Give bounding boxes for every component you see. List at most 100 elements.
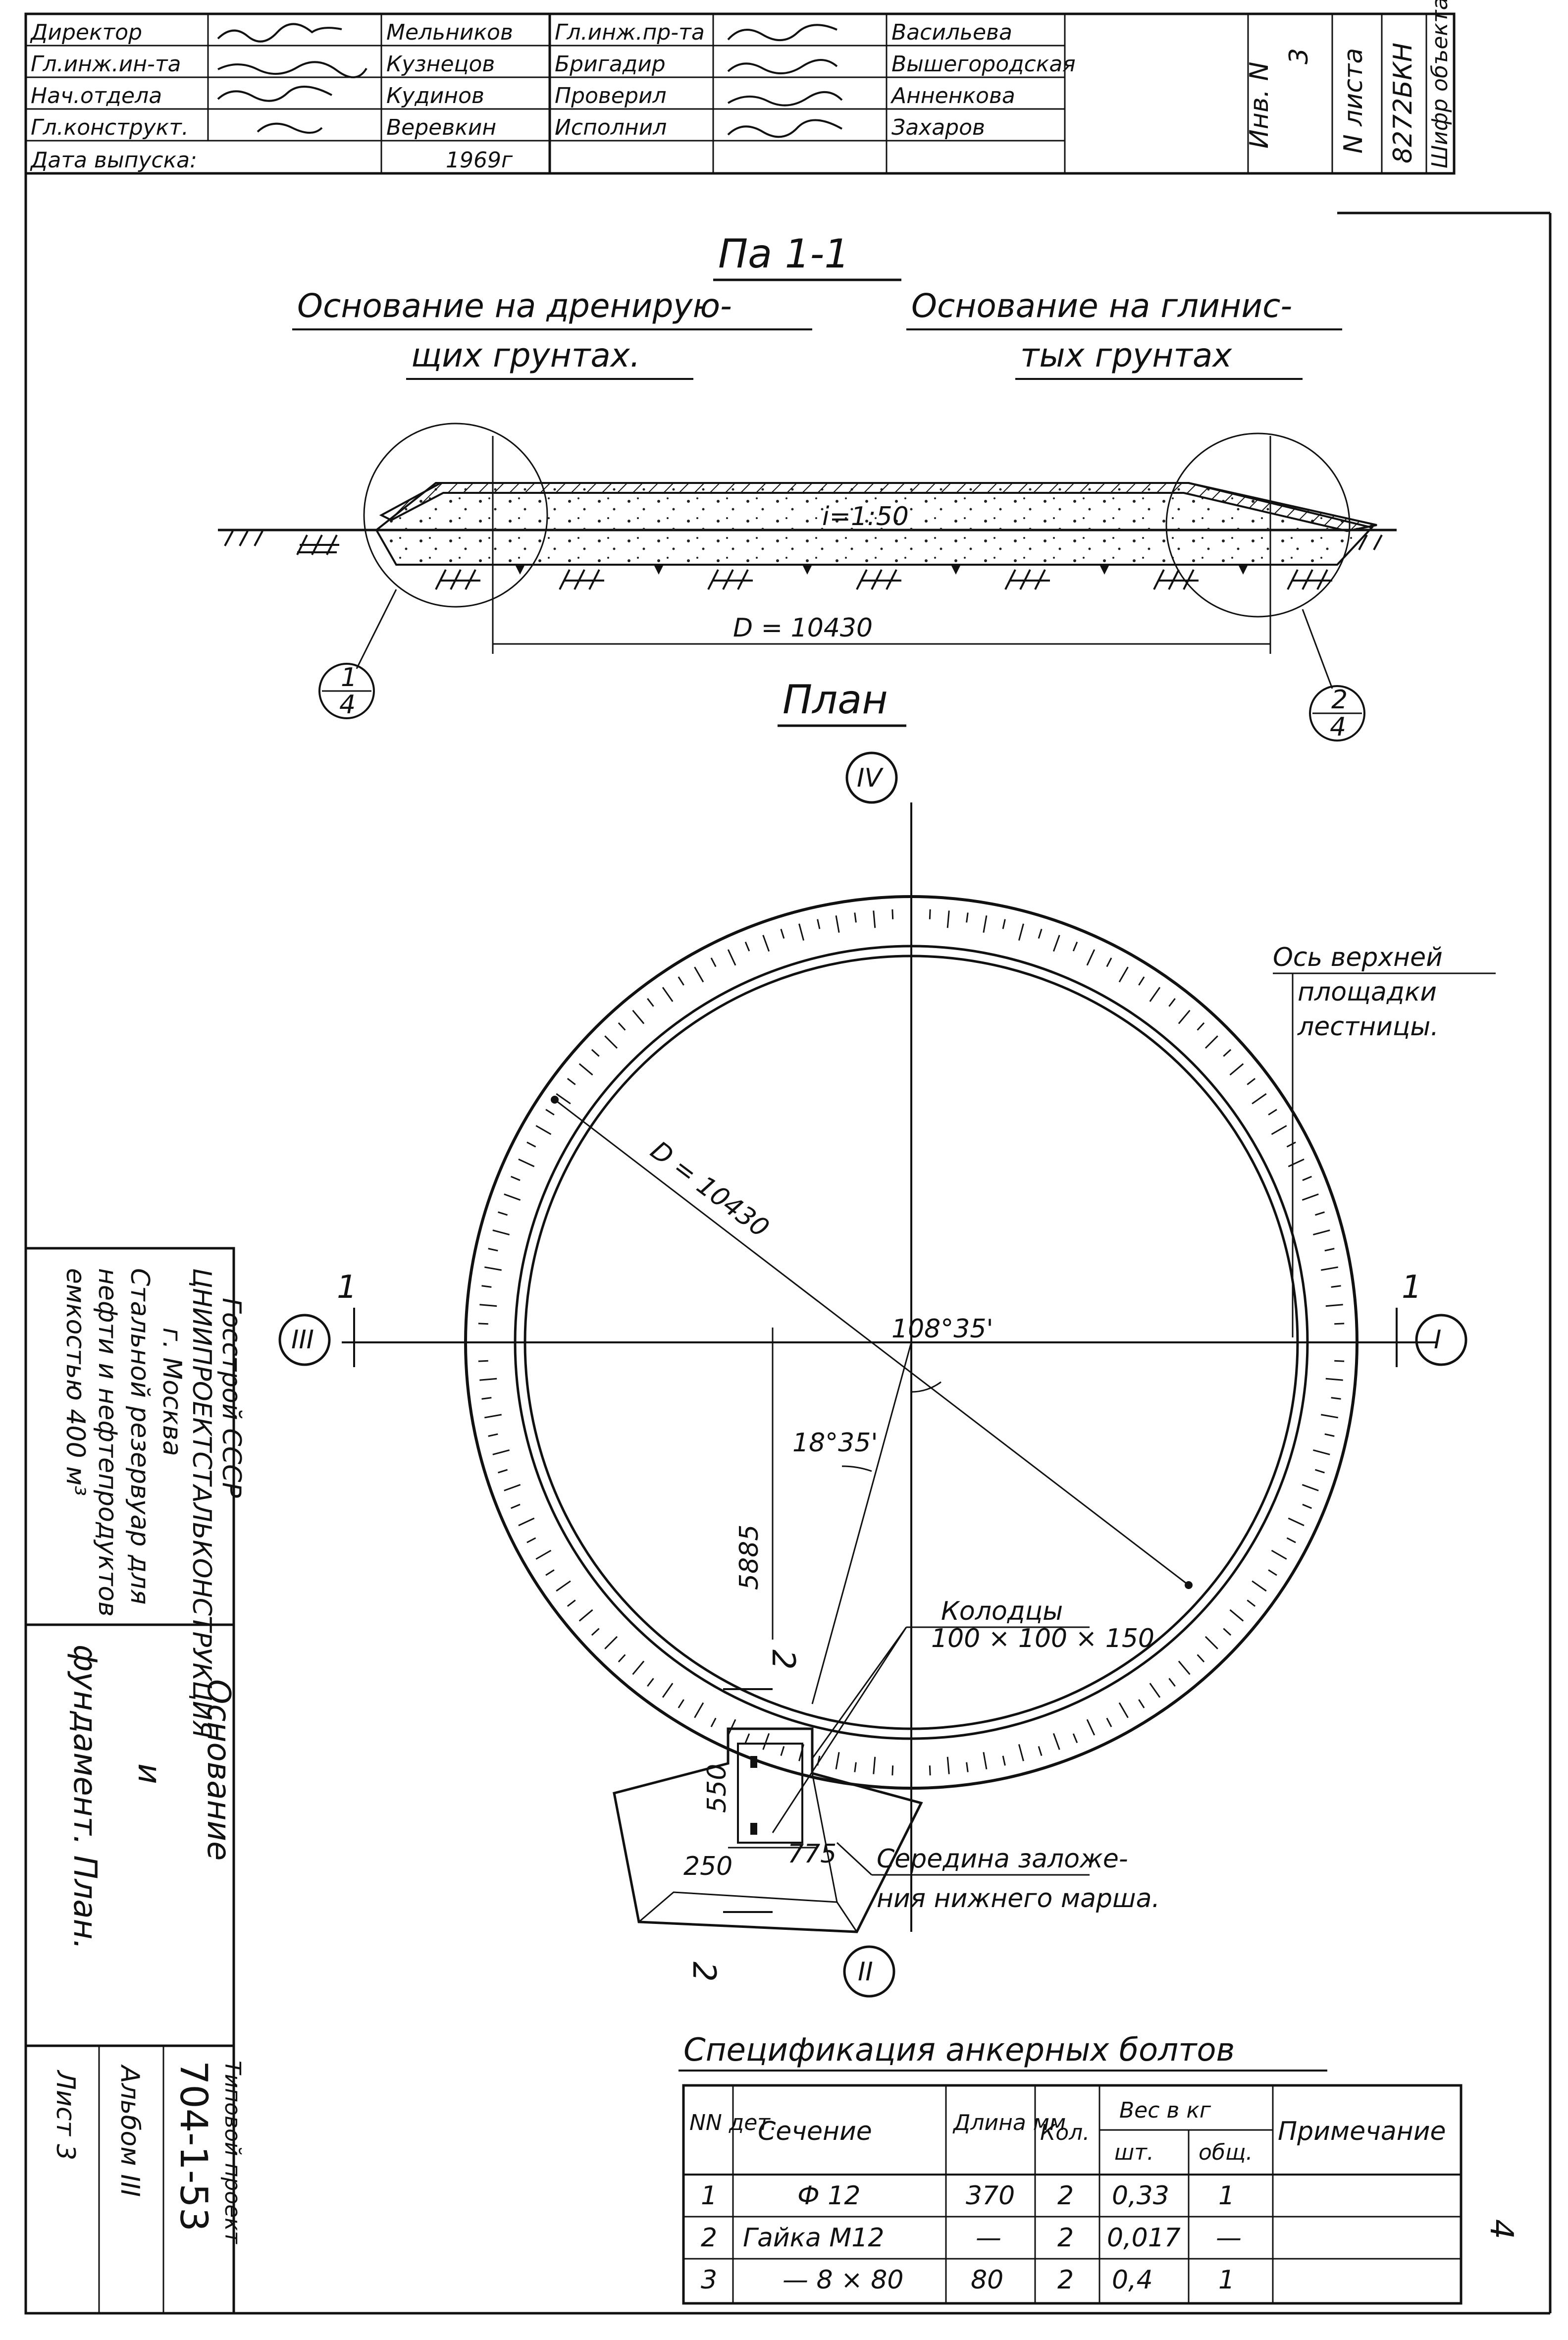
ring-tick bbox=[1052, 1733, 1060, 1750]
ring-tick bbox=[1325, 1378, 1343, 1381]
axis-bubble-i bbox=[1415, 1314, 1467, 1366]
ring-tick bbox=[492, 1449, 510, 1455]
ground-hatch bbox=[224, 531, 1383, 590]
ring-tick bbox=[1331, 1285, 1341, 1288]
ring-tick bbox=[727, 949, 736, 966]
ring-tick bbox=[504, 1193, 521, 1201]
angle-main: 108°35' bbox=[891, 1314, 993, 1344]
note-wells-1: Колодцы bbox=[941, 1596, 1063, 1626]
ring-tick bbox=[647, 998, 654, 1007]
ring-tick bbox=[1252, 1580, 1267, 1592]
ring-tick bbox=[618, 1022, 626, 1031]
ring-tick bbox=[567, 1078, 576, 1085]
project-code: 704-1-53 bbox=[172, 2061, 216, 2232]
ring-tick bbox=[484, 1414, 502, 1419]
name-verevkin: Веревкин bbox=[386, 115, 496, 140]
signature bbox=[217, 23, 342, 43]
ring-tick bbox=[1178, 1010, 1191, 1024]
axis-label-iii: III bbox=[291, 1325, 314, 1355]
callout-2-num: 2 bbox=[1331, 685, 1348, 715]
angle-small: 18°35' bbox=[792, 1428, 878, 1458]
ring-tick bbox=[545, 1109, 555, 1116]
ring-tick bbox=[727, 1719, 736, 1736]
spec-cell-length: — bbox=[976, 2223, 1001, 2253]
ring-tick bbox=[873, 910, 876, 928]
ring-tick bbox=[1312, 1229, 1330, 1236]
object-code: 8272БКН bbox=[1388, 43, 1418, 163]
asphalt-layer bbox=[379, 482, 1377, 532]
role-issue-date: Дата выпуска: bbox=[30, 148, 197, 173]
spec-cell-length: 370 bbox=[966, 2181, 1015, 2211]
spec-header-section: Сечение bbox=[758, 2117, 872, 2146]
role-executed: Исполнил bbox=[555, 115, 667, 140]
stamp-desc-2: нефти и нефтепродуктов bbox=[93, 1268, 122, 1617]
ring-tick bbox=[498, 1469, 508, 1474]
role-checked: Проверил bbox=[555, 83, 667, 108]
spec-cell-piece: 0,4 bbox=[1112, 2265, 1153, 2295]
ring-tick bbox=[1314, 1469, 1325, 1474]
ring-tick bbox=[780, 1746, 785, 1756]
ring-tick bbox=[484, 1266, 502, 1271]
stair-axis-line bbox=[811, 1342, 912, 1704]
name-annenkova: Анненкова bbox=[890, 83, 1015, 108]
ring-tick bbox=[817, 919, 821, 929]
ring-tick bbox=[780, 929, 785, 939]
spec-cell-qty: 2 bbox=[1057, 2181, 1074, 2211]
ring-tick bbox=[1197, 1654, 1205, 1663]
slope-label: i=1:50 bbox=[822, 502, 909, 532]
ring-tick bbox=[479, 1304, 497, 1307]
note-stair-axis-1: Ось верхней bbox=[1273, 943, 1443, 972]
section-mark-1-left: 1 bbox=[337, 1269, 357, 1306]
dim-775: 775 bbox=[787, 1839, 836, 1869]
ring-tick bbox=[744, 1733, 750, 1743]
ring-tick bbox=[647, 1678, 654, 1687]
ring-tick bbox=[1002, 1755, 1006, 1766]
spec-cell-section: Ф 12 bbox=[797, 2181, 860, 2211]
dim-250: 250 bbox=[683, 1852, 732, 1881]
role-chief-designer: Гл.конструкт. bbox=[31, 115, 189, 140]
ring-tick bbox=[1229, 1063, 1244, 1076]
issue-year: 1969г bbox=[446, 148, 513, 173]
ring-tick bbox=[946, 910, 950, 928]
callout-2-den: 4 bbox=[1330, 712, 1346, 742]
table-row: 2 Гайка М12 — 2 0,017 — bbox=[701, 2223, 1242, 2253]
ring-tick bbox=[1312, 1449, 1330, 1455]
ring-tick bbox=[1018, 923, 1024, 941]
ring-tick bbox=[873, 1756, 876, 1774]
anchor-plate bbox=[737, 1743, 803, 1844]
ring-tick bbox=[556, 1093, 571, 1105]
spec-cell-num: 1 bbox=[701, 2181, 717, 2211]
ring-tick bbox=[632, 1010, 645, 1024]
axis-bubble-iii bbox=[278, 1314, 331, 1366]
ring-tick bbox=[578, 1063, 593, 1076]
ring-tick bbox=[504, 1484, 521, 1491]
album: Альбом III bbox=[115, 2064, 145, 2197]
note-stair-axis-3: лестницы. bbox=[1297, 1012, 1439, 1042]
axis-label-i: I bbox=[1434, 1325, 1441, 1355]
ring-tick bbox=[535, 1549, 552, 1560]
section-mark-2-bottom: 2 bbox=[685, 1962, 722, 1982]
page-number: 4 bbox=[1483, 2219, 1519, 2239]
section-mark-1-right: 1 bbox=[1402, 1269, 1422, 1306]
signature bbox=[217, 61, 367, 79]
spec-header-note: Примечание bbox=[1278, 2117, 1446, 2146]
ring-tick bbox=[678, 976, 684, 986]
detail-circle-2 bbox=[1165, 432, 1351, 618]
ring-tick bbox=[1002, 919, 1006, 929]
ring-tick bbox=[481, 1285, 492, 1288]
spec-cell-total: 1 bbox=[1218, 2265, 1235, 2295]
ring-tick bbox=[1325, 1304, 1343, 1307]
ring-tick bbox=[1138, 976, 1145, 986]
role-head-dept: Нач.отдела bbox=[31, 83, 162, 108]
ring-tick bbox=[578, 1609, 593, 1622]
callout-1-den: 4 bbox=[339, 690, 356, 720]
ring-tick bbox=[1118, 966, 1129, 983]
ring-tick bbox=[835, 915, 840, 933]
ring-tick bbox=[1223, 1628, 1232, 1636]
ring-tick bbox=[526, 1537, 536, 1543]
role-director: Директор bbox=[30, 20, 142, 45]
stamp-desc-1: Стальной резервуар для bbox=[125, 1268, 155, 1604]
ring-tick bbox=[710, 957, 717, 967]
ring-tick bbox=[511, 1503, 521, 1509]
